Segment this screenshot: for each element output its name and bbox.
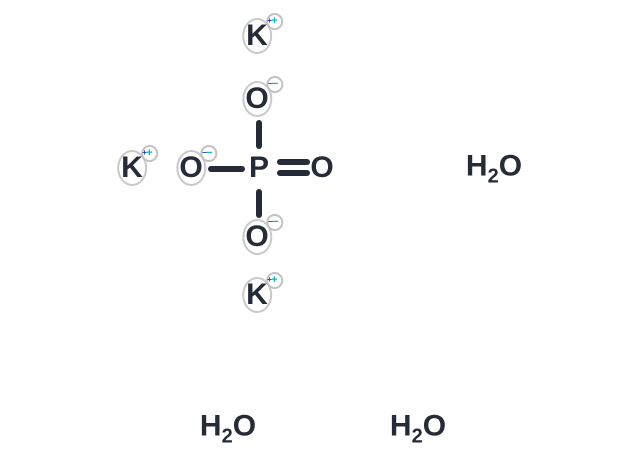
oxygen-label: O <box>179 151 203 184</box>
atom-phosphorus: P <box>249 153 269 183</box>
minus-charge-label: − <box>205 147 213 159</box>
water-subscript: 2 <box>487 165 499 188</box>
minus-charge-icon: − <box>200 145 218 162</box>
bond-p-o-left <box>208 166 245 172</box>
atom-halo <box>242 219 272 255</box>
atom-halo <box>176 150 206 186</box>
water-o-label: O <box>498 149 523 183</box>
plus-charge-label: + <box>146 147 153 159</box>
oxygen-label: O <box>310 151 334 184</box>
potassium-label: K <box>246 19 268 52</box>
water-molecule-right: H2O <box>465 149 523 188</box>
atom-potassium-bottom: K + + <box>241 272 283 313</box>
atom-halo <box>242 81 272 117</box>
atom-potassium-top: K + + <box>241 13 283 54</box>
plus-superscript: + <box>142 148 147 157</box>
plus-charge-icon: + <box>265 272 283 289</box>
minus-charge-label: − <box>271 216 279 228</box>
phosphorus-label: P <box>248 151 270 184</box>
water-h-label: H <box>389 409 412 443</box>
oxygen-label: O <box>245 82 269 115</box>
water-molecule-bottom-right: H2O <box>389 409 447 448</box>
minus-charge-icon: − <box>266 214 284 231</box>
water-subscript: 2 <box>411 425 423 448</box>
potassium-label: K <box>246 278 268 311</box>
atom-halo <box>241 277 272 313</box>
water-subscript: 2 <box>221 425 233 448</box>
plus-charge-label: + <box>271 15 278 27</box>
atom-oxygen-left: O − − <box>176 145 218 186</box>
water-h-label: H <box>199 409 222 443</box>
potassium-label: K <box>121 151 143 184</box>
plus-charge-icon: + <box>265 13 283 30</box>
minus-superscript: − <box>268 217 273 226</box>
minus-charge-label: − <box>271 78 279 90</box>
bond-p-o-top <box>256 120 262 149</box>
water-o-label: O <box>422 409 447 443</box>
plus-superscript: + <box>267 275 272 284</box>
water-molecule-bottom-left: H2O <box>199 409 257 448</box>
plus-charge-icon: + <box>140 145 158 162</box>
oxygen-label: O <box>245 220 269 253</box>
minus-superscript: − <box>268 79 273 88</box>
bond-p-o-bottom <box>256 189 262 218</box>
minus-charge-icon: − <box>266 76 284 93</box>
plus-superscript: + <box>267 16 272 25</box>
double-bond-lower <box>277 170 310 176</box>
atom-potassium-left: K + + <box>116 145 158 186</box>
atom-oxygen-top: O − − <box>242 76 284 117</box>
atom-halo <box>241 18 272 54</box>
minus-superscript: − <box>202 148 207 157</box>
atom-oxygen-double: O <box>310 153 333 183</box>
atom-halo <box>116 150 147 186</box>
plus-charge-label: + <box>271 274 278 286</box>
atom-oxygen-bottom: O − − <box>242 214 284 255</box>
water-h-label: H <box>465 149 488 183</box>
water-o-label: O <box>232 409 257 443</box>
double-bond-upper <box>277 159 310 165</box>
